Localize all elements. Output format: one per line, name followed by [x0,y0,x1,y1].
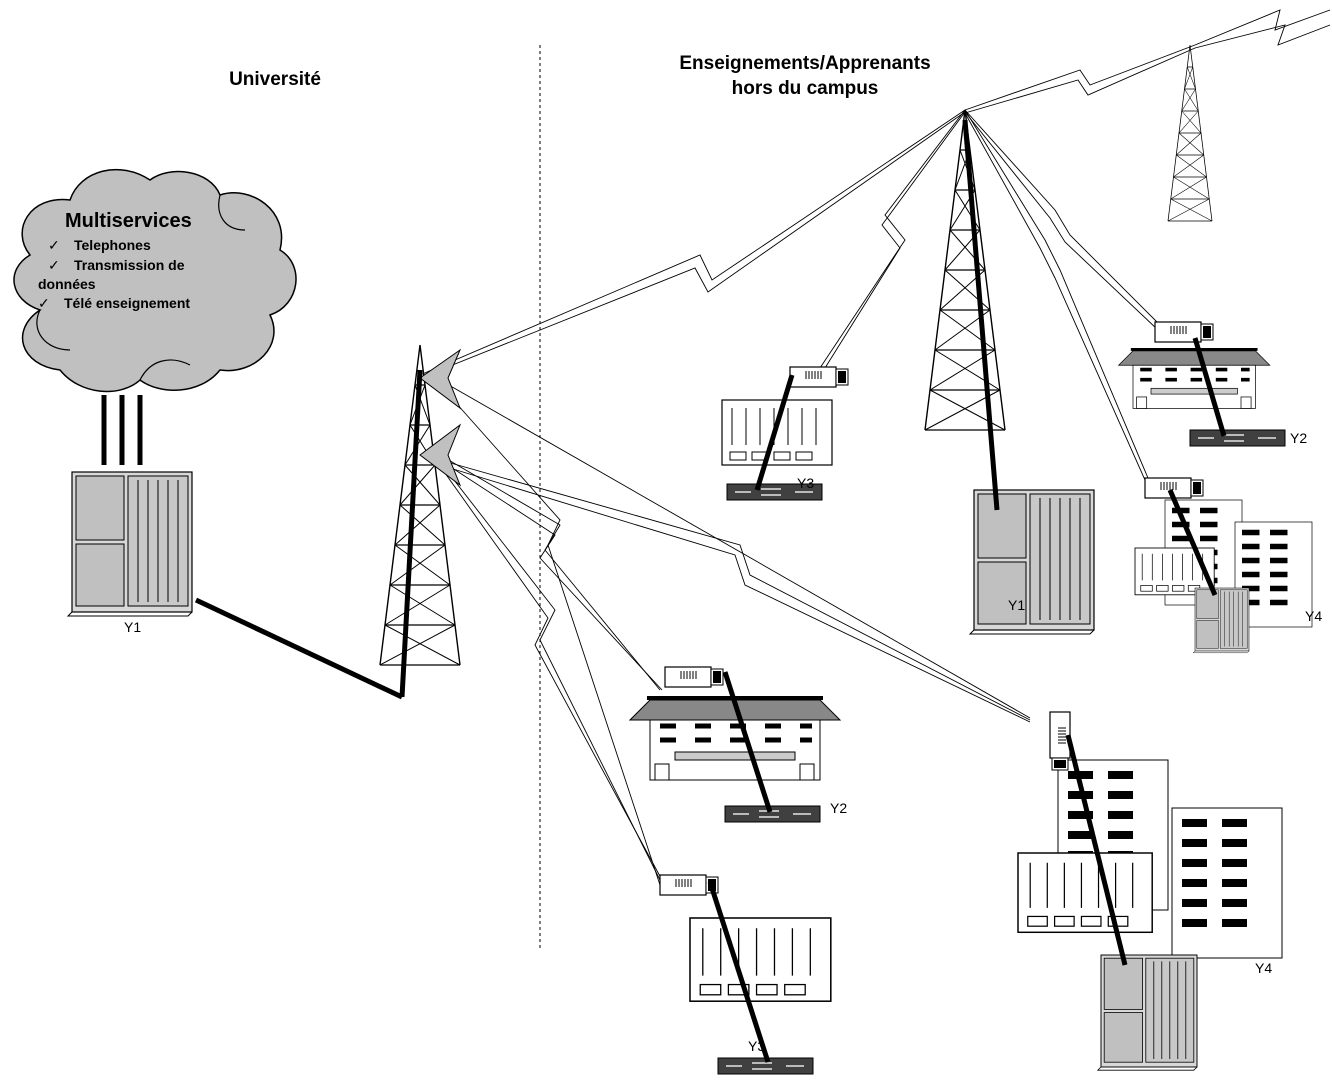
lower-site-y4 [1017,711,1282,1071]
label-y4-lower: Y4 [1255,960,1273,976]
campus-relay-tower [379,344,462,666]
remote-cabinet-y1 [962,119,1095,635]
cloud-item-transmission: ✓Transmission de [48,257,185,273]
upper-site-y3 [721,366,849,501]
check-icon: ✓ [48,257,60,273]
cloud-item-donnees: données [38,276,96,292]
campus-cabinet-y1 [67,369,423,700]
off-campus-section-title-line2: hors du campus [731,78,879,99]
label-y1-campus: Y1 [124,619,142,635]
cloud-item-telephones: ✓Telephones [48,237,151,253]
label-y2-upper: Y2 [1290,430,1308,446]
label-y1-remote: Y1 [1008,597,1026,613]
universite-section-title: Université [229,69,321,90]
upper-y2-equipment [1154,321,1286,447]
lower-site-y2 [630,666,840,823]
upper-site-y4 [1134,477,1312,654]
radio-links [419,9,1331,886]
label-y2-lower: Y2 [830,800,848,816]
check-icon: ✓ [48,237,60,253]
label-y3-lower: Y3 [748,1038,766,1054]
lower-site-y3 [659,874,832,1075]
upper-site-y2 [1116,346,1272,411]
off-campus-section-title-line1: Enseignements/Apprenants [679,53,931,74]
multiservices-cloud [13,168,297,393]
off-campus-relay-tower [924,109,1006,431]
cloud-title: Multiservices [65,210,192,232]
check-icon: ✓ [38,295,50,311]
cloud-item-tele-enseignement: ✓Télé enseignement [38,295,191,311]
label-y3-upper: Y3 [797,475,815,491]
label-y4-upper: Y4 [1305,608,1323,624]
far-relay-tower [1167,44,1213,222]
